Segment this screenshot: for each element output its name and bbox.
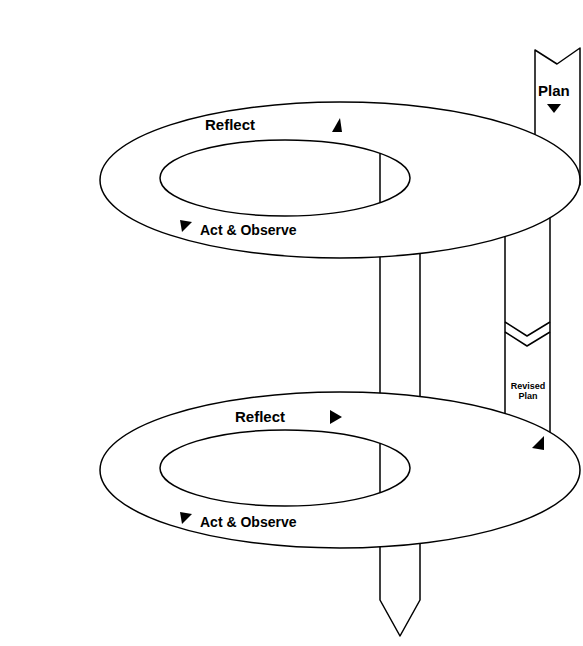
direction-arrow [547,104,561,113]
chevron-break [505,322,550,336]
band-label: Reflect [235,408,285,425]
lower-loop [100,392,580,548]
band-label: Act & Observe [200,222,296,238]
band-label: Plan [538,82,570,99]
direction-arrow [532,436,544,450]
direction-arrow [330,410,342,424]
direction-arrow [180,512,192,524]
chevron-break [505,332,550,346]
band-label: Reflect [205,116,255,133]
band-label: Revised Plan [506,382,550,402]
direction-arrow [180,220,192,232]
upper-loop [100,102,580,258]
direction-arrow [332,118,342,132]
band-label: Act & Observe [200,514,296,530]
